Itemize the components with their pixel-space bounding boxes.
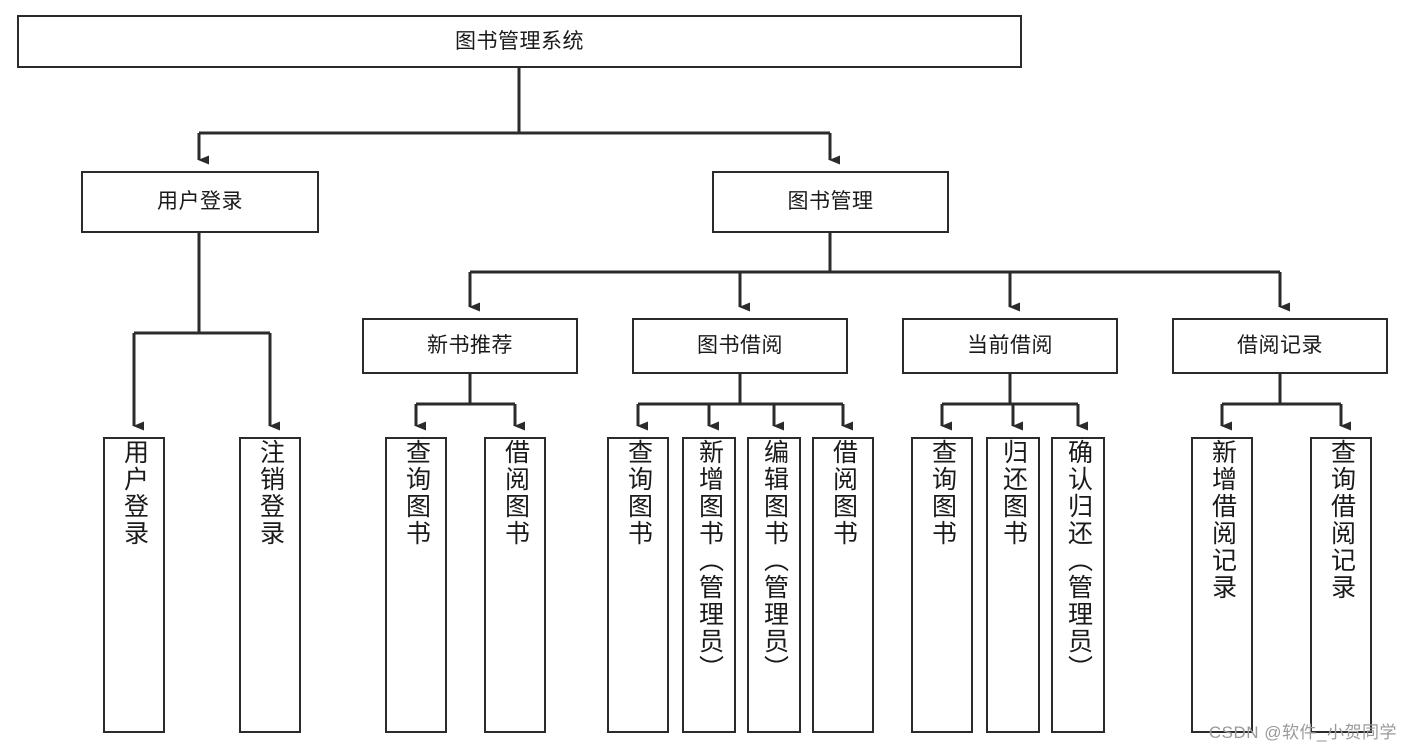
node-leaf-query-books-c-label: 查询图书	[928, 439, 957, 547]
node-root-label: 图书管理系统	[455, 29, 584, 53]
node-leaf-borrow-books-a[interactable]: 借阅图书	[484, 437, 546, 733]
edge-group-book-management	[468, 233, 1290, 312]
edge-group-user-login	[132, 233, 280, 431]
edge-group-root	[197, 68, 840, 165]
node-book-management-label: 图书管理	[787, 190, 874, 214]
node-leaf-add-book-admin-label: 新增图书（管理员）	[695, 439, 724, 682]
node-book-borrow-label: 图书借阅	[697, 334, 783, 358]
node-leaf-query-books-b[interactable]: 查询图书	[607, 437, 669, 733]
node-current-borrow-label: 当前借阅	[967, 334, 1053, 358]
node-current-borrow[interactable]: 当前借阅	[902, 318, 1118, 374]
node-leaf-query-books-b-label: 查询图书	[624, 439, 653, 547]
edge-group-book-borrow	[636, 374, 853, 431]
node-borrow-record-label: 借阅记录	[1237, 334, 1323, 358]
node-leaf-confirm-return[interactable]: 确认归还（管理员）	[1051, 437, 1105, 733]
node-leaf-return-books-label: 归还图书	[999, 439, 1028, 547]
node-leaf-borrow-books-b-label: 借阅图书	[829, 439, 858, 547]
node-leaf-query-borrow-rec-label: 查询借阅记录	[1327, 439, 1356, 601]
node-leaf-add-borrow-rec-label: 新增借阅记录	[1208, 439, 1237, 601]
node-leaf-logout-login[interactable]: 注销登录	[239, 437, 301, 733]
node-user-login-label: 用户登录	[157, 190, 243, 214]
node-borrow-record[interactable]: 借阅记录	[1172, 318, 1388, 374]
node-leaf-logout-login-label: 注销登录	[256, 439, 285, 547]
edge-group-borrow-record	[1220, 374, 1351, 431]
node-new-book-recommend[interactable]: 新书推荐	[362, 318, 578, 374]
node-leaf-query-books-a[interactable]: 查询图书	[385, 437, 447, 733]
node-new-book-recommend-label: 新书推荐	[427, 334, 513, 358]
node-root[interactable]: 图书管理系统	[17, 15, 1022, 68]
node-leaf-query-borrow-rec[interactable]: 查询借阅记录	[1310, 437, 1372, 733]
node-leaf-user-login[interactable]: 用户登录	[103, 437, 165, 733]
edge-group-new-book-recommend	[414, 374, 525, 431]
node-leaf-query-books-c[interactable]: 查询图书	[911, 437, 973, 733]
node-leaf-edit-book-admin-label: 编辑图书（管理员）	[760, 439, 789, 682]
node-leaf-edit-book-admin[interactable]: 编辑图书（管理员）	[747, 437, 801, 733]
node-user-login[interactable]: 用户登录	[81, 171, 319, 233]
node-leaf-return-books[interactable]: 归还图书	[986, 437, 1040, 733]
node-book-borrow[interactable]: 图书借阅	[632, 318, 848, 374]
watermark-text: CSDN @软件_小贺同学	[1208, 723, 1397, 742]
node-leaf-query-books-a-label: 查询图书	[402, 439, 431, 547]
node-leaf-add-book-admin[interactable]: 新增图书（管理员）	[682, 437, 736, 733]
node-leaf-add-borrow-rec[interactable]: 新增借阅记录	[1191, 437, 1253, 733]
node-leaf-user-login-label: 用户登录	[120, 439, 149, 547]
node-book-management[interactable]: 图书管理	[712, 171, 949, 233]
edge-group-current-borrow	[940, 374, 1088, 431]
node-leaf-borrow-books-b[interactable]: 借阅图书	[812, 437, 874, 733]
node-leaf-borrow-books-a-label: 借阅图书	[501, 439, 530, 547]
node-leaf-confirm-return-label: 确认归还（管理员）	[1064, 439, 1093, 682]
